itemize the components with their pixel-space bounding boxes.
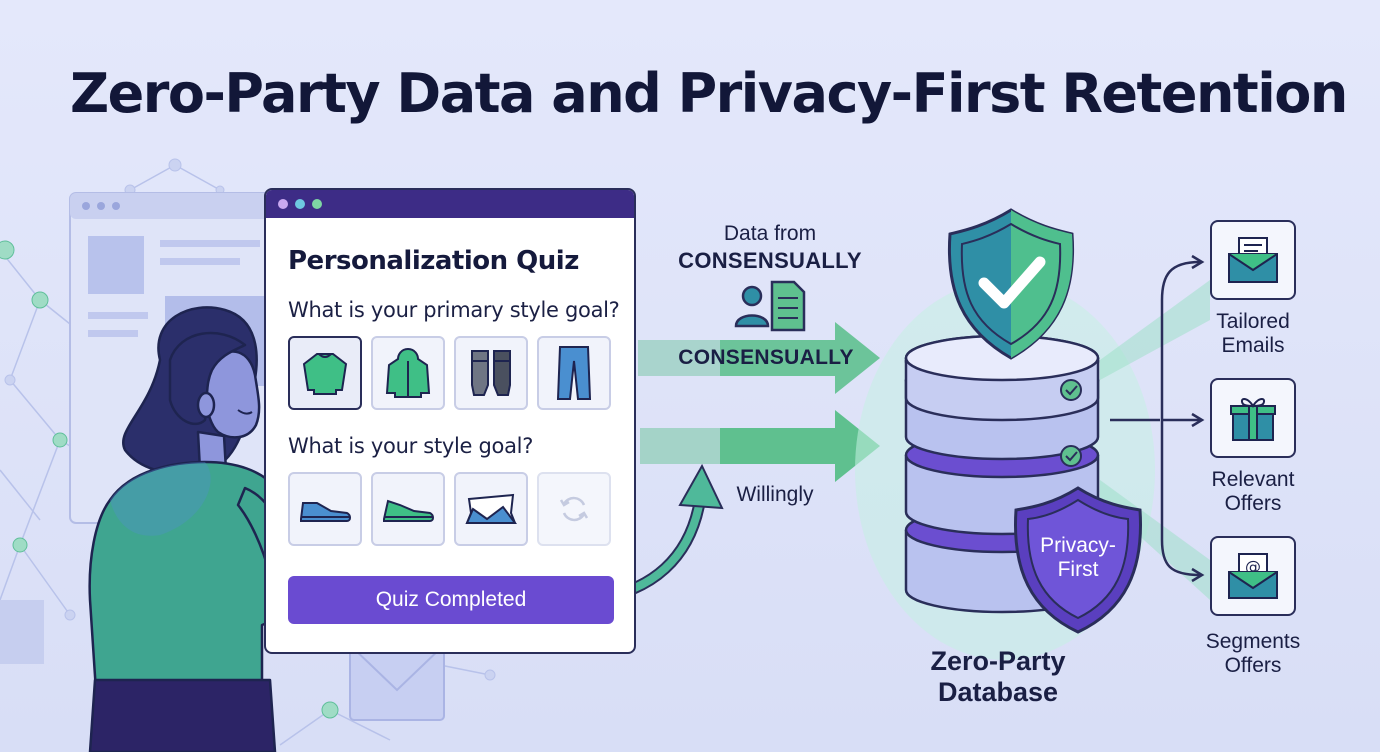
quiz-title: Personalization Quiz	[288, 246, 579, 276]
option-running-shoe[interactable]	[371, 472, 445, 546]
email-icon	[1228, 237, 1278, 283]
window-dot-icon	[278, 199, 288, 209]
window-dot-icon	[295, 199, 305, 209]
option-scarf[interactable]	[454, 472, 528, 546]
segments-offers-card: @	[1210, 536, 1296, 616]
jacket-icon	[385, 347, 431, 398]
refresh-icon	[559, 496, 589, 522]
privacy-badge-line2: First	[1057, 558, 1099, 581]
consensually-heading: CONSENSUALLY	[678, 248, 862, 273]
relevant-offers-line1: Relevant	[1211, 468, 1295, 491]
quiz-completed-button[interactable]: Quiz Completed	[288, 576, 614, 624]
option-refresh[interactable]	[537, 472, 611, 546]
quiz-window: Personalization Quiz What is your primar…	[264, 188, 636, 654]
shield-check-icon	[947, 208, 1075, 360]
branch-connectors	[1110, 254, 1205, 583]
tailored-emails-line1: Tailored	[1216, 310, 1290, 333]
database-stack	[904, 334, 1100, 614]
boots-icon	[471, 350, 511, 396]
at-mail-icon: @	[1228, 553, 1278, 599]
person-document-icon	[734, 280, 806, 332]
gift-icon	[1230, 398, 1276, 441]
option-jeans[interactable]	[537, 336, 611, 410]
quiz-window-titlebar	[266, 190, 634, 218]
relevant-offers-card	[1210, 378, 1296, 458]
flow-arrows	[594, 322, 880, 604]
option-boots[interactable]	[454, 336, 528, 410]
jeans-icon	[556, 346, 592, 400]
window-dot-icon	[312, 199, 322, 209]
option-sneaker[interactable]	[288, 472, 362, 546]
db-check-icons	[1060, 379, 1082, 467]
database-label-line2: Database	[937, 677, 1059, 707]
question-2: What is your style goal?	[288, 434, 534, 458]
willingly-label: Willingly	[736, 483, 814, 506]
tailored-emails-card	[1210, 220, 1296, 300]
arrow-label: CONSENSUALLY	[678, 346, 854, 369]
faint-card	[0, 600, 44, 664]
page-title: Zero-Party Data and Privacy-First Retent…	[70, 62, 1348, 125]
option-sweater[interactable]	[288, 336, 362, 410]
database-label-line1: Zero-Party	[930, 646, 1066, 676]
privacy-badge-line1: Privacy-	[1040, 534, 1116, 557]
segments-offers-line1: Segments	[1205, 630, 1301, 653]
segments-offers-line2: Offers	[1224, 654, 1282, 677]
sneaker-icon	[300, 502, 351, 522]
privacy-first-shield	[1013, 486, 1143, 634]
network-nodes-green	[0, 240, 339, 719]
question-1: What is your primary style goal?	[288, 298, 620, 322]
faint-envelope	[349, 639, 445, 721]
sweater-icon	[302, 353, 348, 395]
running-shoe-icon	[383, 499, 434, 522]
tailored-emails-line2: Emails	[1221, 334, 1285, 357]
scarf-icon	[465, 493, 517, 524]
relevant-offers-line2: Offers	[1224, 492, 1282, 515]
data-from-label: Data from	[723, 222, 817, 245]
option-jacket[interactable]	[371, 336, 445, 410]
